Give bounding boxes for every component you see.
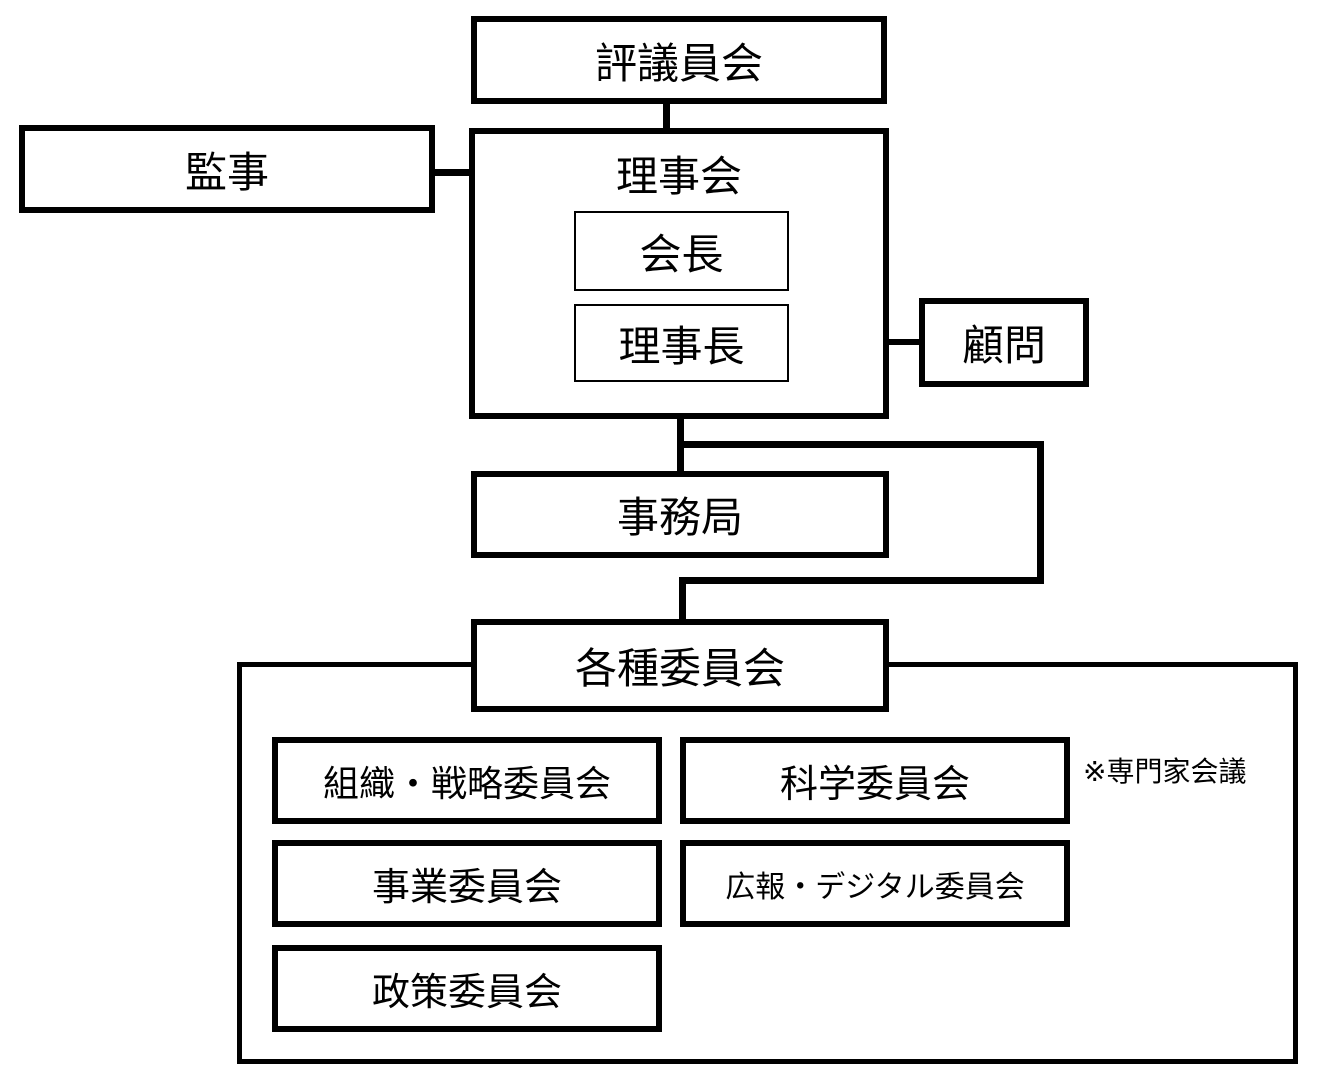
committee-pr-digital: 広報・デジタル委員会 bbox=[680, 840, 1070, 927]
committee-label: 広報・デジタル委員会 bbox=[725, 869, 1025, 905]
chairman-label: 理事長 bbox=[618, 321, 745, 371]
connector-council-board bbox=[663, 100, 670, 132]
board-label: 理事会 bbox=[615, 152, 742, 201]
secretariat-box: 事務局 bbox=[471, 471, 889, 558]
council-label: 評議員会 bbox=[594, 38, 763, 88]
committee-label: 科学委員会 bbox=[779, 762, 970, 806]
committee-label: 事業委員会 bbox=[371, 865, 562, 909]
president-box: 会長 bbox=[574, 211, 789, 291]
connector-auditor-board bbox=[431, 169, 476, 176]
advisor-box: 顧問 bbox=[919, 298, 1089, 387]
secretariat-label: 事務局 bbox=[616, 493, 743, 542]
auditor-label: 監事 bbox=[184, 147, 269, 197]
president-label: 会長 bbox=[639, 229, 724, 279]
connector-right-vertical bbox=[1037, 441, 1044, 584]
connector-bottom-horizontal bbox=[679, 577, 1044, 584]
committee-organization-strategy: 組織・戦略委員会 bbox=[272, 737, 662, 824]
committee-policy: 政策委員会 bbox=[272, 945, 662, 1032]
committees-header-box: 各種委員会 bbox=[471, 619, 889, 712]
committee-label: 組織・戦略委員会 bbox=[322, 763, 611, 805]
chairman-box: 理事長 bbox=[574, 304, 789, 382]
expert-meeting-note: ※専門家会議 bbox=[1083, 755, 1247, 788]
advisor-label: 顧問 bbox=[961, 321, 1046, 370]
committees-header-label: 各種委員会 bbox=[574, 644, 785, 693]
auditor-box: 監事 bbox=[19, 125, 435, 213]
connector-to-committees bbox=[679, 577, 686, 625]
committee-label: 政策委員会 bbox=[371, 970, 562, 1014]
committee-science: 科学委員会 bbox=[680, 737, 1070, 824]
council-box: 評議員会 bbox=[471, 16, 887, 104]
connector-board-right-horizontal bbox=[677, 441, 1044, 448]
committee-business: 事業委員会 bbox=[272, 840, 662, 927]
